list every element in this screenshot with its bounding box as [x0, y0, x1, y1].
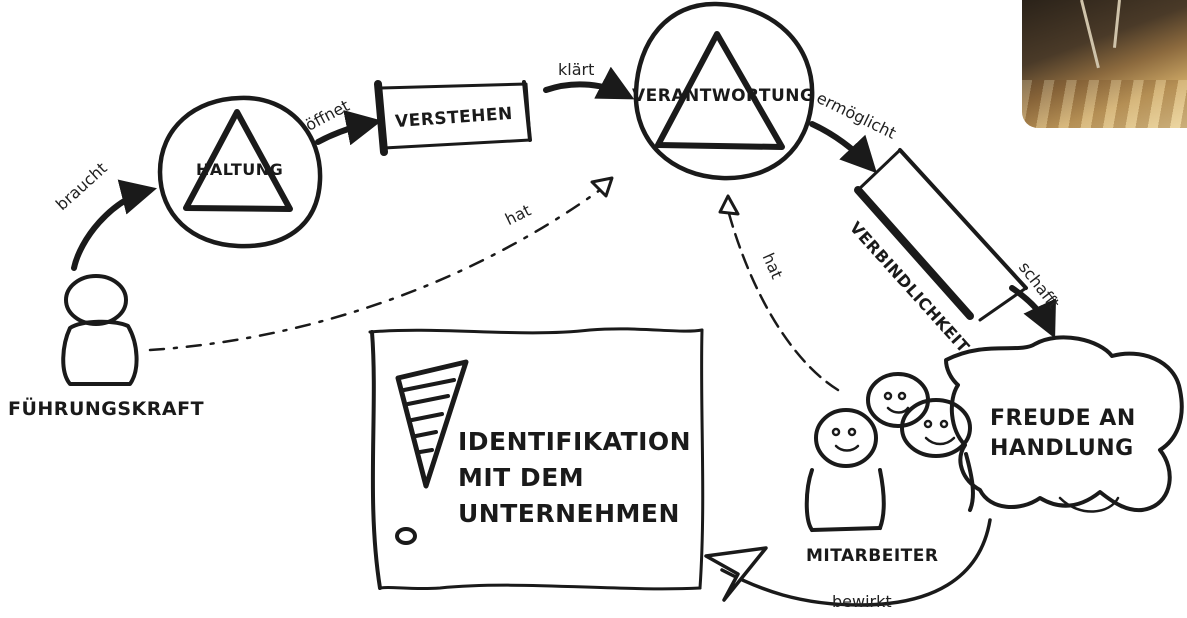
arrow-bewirkt [720, 518, 992, 607]
arrow-schafft [1009, 285, 1057, 339]
edge-label-bewirkt: bewirkt [832, 592, 892, 611]
dashed-arrow-hat-fuehrung [148, 188, 602, 352]
arrow-oeffnet [315, 109, 383, 146]
arrow-braucht [71, 179, 157, 271]
dashed-arrow-hat-mitarbeiter [726, 208, 840, 392]
identifikation-board [368, 327, 705, 591]
arrow-ermoeglicht [809, 121, 877, 174]
haltung-circle [157, 95, 323, 249]
node-identifikation: IDENTIFIKATION MIT DEM UNTERNEHMEN [458, 424, 691, 532]
photo-corner [1022, 0, 1187, 128]
node-verantwortung: VERANTWORTUNG [632, 86, 815, 106]
arrow-klaert [543, 66, 635, 100]
triangle-icon [655, 31, 785, 150]
triangle-icon [183, 109, 293, 212]
person-icon [61, 274, 139, 386]
node-haltung: HALTUNG [196, 160, 284, 179]
identifikation-line-1: IDENTIFIKATION [458, 427, 692, 456]
freude-line-1: FREUDE AN [990, 406, 1136, 431]
node-fuehrungskraft: FÜHRUNGSKRAFT [8, 398, 205, 420]
freude-line-2: HANDLUNG [990, 436, 1134, 461]
identifikation-line-3: UNTERNEHMEN [458, 499, 680, 528]
verantwortung-circle [633, 1, 815, 181]
edge-label-klaert: klärt [558, 60, 595, 79]
node-mitarbeiter: MITARBEITER [806, 546, 939, 566]
verbindlichkeit-box [854, 148, 1028, 322]
people-group-icon [804, 372, 975, 532]
exclamation-icon [395, 359, 469, 545]
node-freude: FREUDE AN HANDLUNG [990, 404, 1136, 464]
identifikation-line-2: MIT DEM [458, 463, 585, 492]
